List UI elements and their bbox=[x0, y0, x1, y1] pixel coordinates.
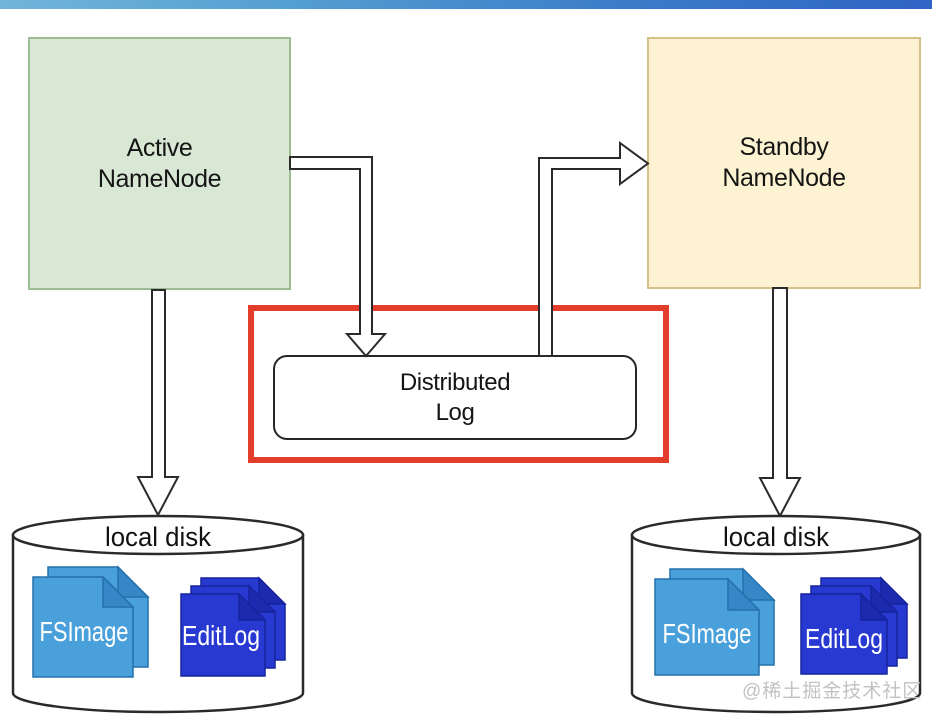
fsimage-right-front-page bbox=[654, 577, 761, 676]
fsimage-stack-left bbox=[32, 565, 150, 678]
fsimage-right-label: FSImage bbox=[663, 618, 752, 649]
distributed-log-label-line1: Distributed bbox=[399, 368, 511, 396]
distributed-log-label-line2: Log bbox=[435, 398, 475, 426]
fsimage-left-front-page bbox=[32, 575, 135, 678]
local-disk-left-label: local disk bbox=[105, 522, 211, 552]
local-disk-left-top bbox=[11, 514, 305, 556]
top-gradient-bar bbox=[0, 0, 932, 9]
standby-namenode-label-line2: NameNode bbox=[722, 164, 846, 192]
editlog-right-label: EditLog bbox=[805, 623, 883, 654]
active-namenode-label-line2: NameNode bbox=[97, 164, 222, 193]
active-namenode-label-line1: Active bbox=[126, 133, 193, 162]
fsimage-stack-right bbox=[654, 567, 776, 676]
distributed-log-box: Distributed Log bbox=[273, 355, 637, 440]
editlog-stack-left bbox=[180, 576, 287, 677]
local-disk-right-label: local disk bbox=[723, 522, 829, 552]
arrow-standby-to-local-disk bbox=[758, 287, 802, 519]
fsimage-left-label: FSImage bbox=[40, 616, 129, 647]
editlog-left-front-page bbox=[180, 592, 267, 677]
highlight-red-frame bbox=[248, 305, 669, 463]
arrow-active-to-distributed-log bbox=[289, 156, 388, 358]
standby-namenode-label-line1: Standby bbox=[739, 133, 829, 161]
editlog-right-front-page bbox=[800, 592, 889, 675]
arrow-distributed-log-to-standby bbox=[538, 141, 650, 357]
editlog-stack-right bbox=[800, 576, 909, 675]
editlog-left-label: EditLog bbox=[182, 620, 260, 651]
arrow-active-to-local-disk bbox=[136, 289, 180, 518]
local-disk-right-top bbox=[630, 514, 922, 556]
active-namenode-box: Active NameNode bbox=[28, 37, 291, 290]
standby-namenode-box: Standby NameNode bbox=[647, 37, 921, 289]
watermark: @稀土掘金技术社区 bbox=[742, 681, 923, 702]
